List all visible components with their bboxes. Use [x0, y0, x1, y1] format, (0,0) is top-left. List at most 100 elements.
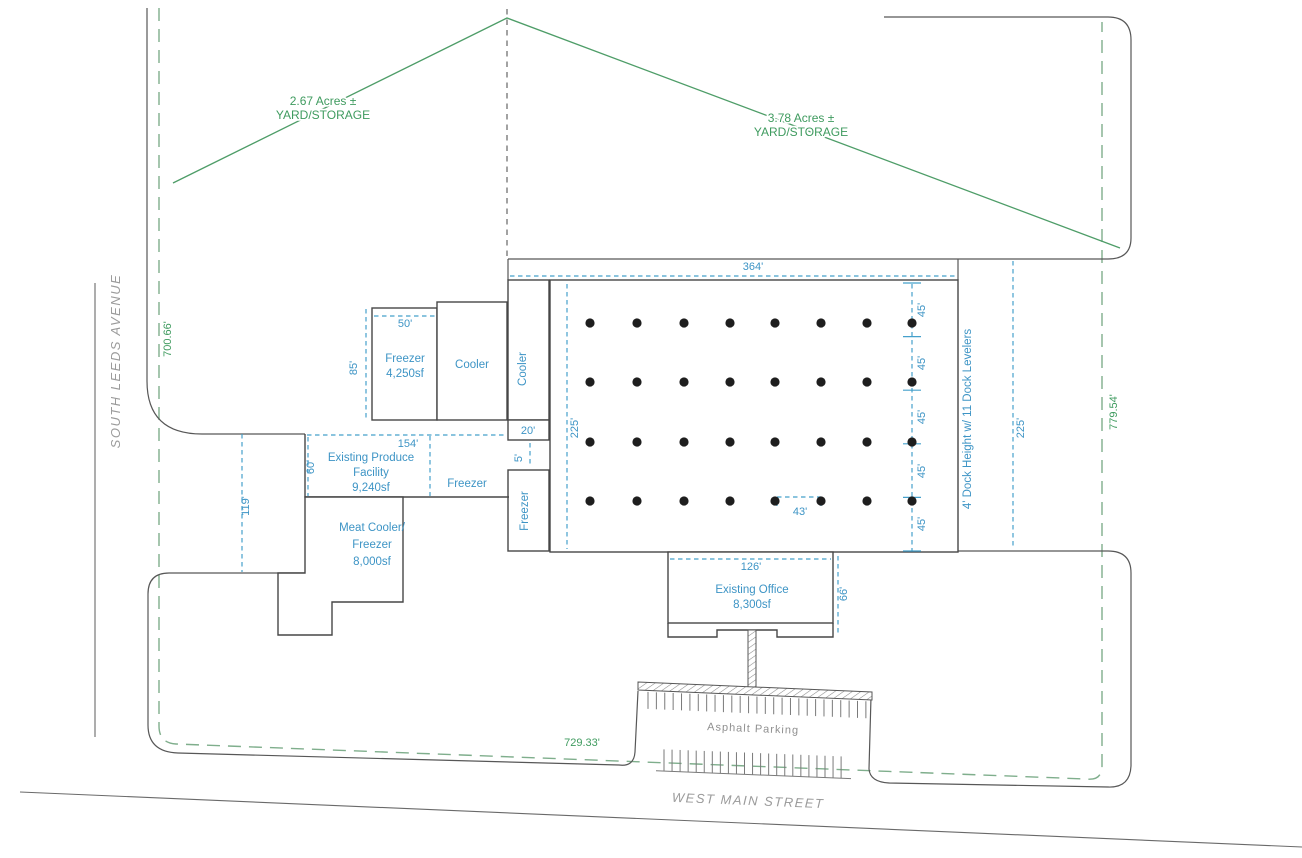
street-label-west: SOUTH LEEDS AVENUE — [108, 274, 123, 449]
parking-stall-baseline — [655, 770, 852, 780]
yard-west-acres: 2.67 Acres ± — [290, 94, 357, 108]
column-dot — [816, 496, 826, 506]
office-name: Existing Office — [715, 584, 788, 596]
street-label-south: WEST MAIN STREET — [672, 790, 825, 811]
column-dot — [770, 377, 780, 387]
curb-southwest — [147, 572, 639, 766]
dim-154: 154' — [398, 438, 418, 450]
office-entry-step — [667, 623, 834, 638]
dim-ticks-45 — [903, 282, 921, 552]
produce-name-2: Facility — [353, 467, 389, 479]
column-dot — [770, 437, 780, 447]
parking-lot — [637, 681, 873, 780]
office-walkway — [747, 629, 757, 689]
curb-northwest — [146, 8, 305, 435]
freezer-4250-outline — [371, 307, 438, 421]
buildings — [277, 279, 959, 689]
column-dot — [907, 377, 917, 387]
column-dot — [770, 496, 780, 506]
column-dot — [862, 496, 872, 506]
column-dot — [907, 318, 917, 328]
dim-45-4: 45' — [916, 464, 928, 478]
dim-364: 364' — [743, 261, 763, 273]
dim-45-5: 45' — [916, 517, 928, 531]
column-dot — [862, 437, 872, 447]
yard-east-use: YARD/STORAGE — [754, 125, 848, 139]
dock-note: 4' Dock Height w/ 11 Dock Levelers — [962, 329, 974, 510]
freezer-small-name: Freezer — [385, 353, 425, 365]
column-dot — [907, 437, 917, 447]
column-dot — [862, 318, 872, 328]
column-dot — [679, 437, 689, 447]
column-dot — [725, 318, 735, 328]
dim-20: 20' — [521, 425, 535, 437]
meat-cooler-outline — [277, 496, 404, 636]
meat-name-1: Meat Cooler/ — [339, 522, 406, 534]
dim-45-3: 45' — [916, 410, 928, 424]
meat-name-2: Freezer — [352, 539, 392, 551]
yard-east-acres: 3.78 Acres ± — [768, 111, 835, 125]
office-area: 8,300sf — [733, 599, 772, 611]
freezer-small-area: 4,250sf — [386, 368, 425, 380]
dim-south-729: 729.33' — [564, 737, 600, 749]
column-dot — [632, 377, 642, 387]
parking-stall-ticks — [647, 691, 867, 779]
freezer-dock-outline — [507, 469, 550, 552]
dim-45-1: 45' — [916, 303, 928, 317]
dim-225-left: 225' — [569, 418, 581, 438]
office-outline — [667, 551, 834, 624]
column-dot — [632, 437, 642, 447]
yard-west-use: YARD/STORAGE — [276, 108, 370, 122]
warehouse-column-dots — [585, 318, 917, 506]
column-dot — [585, 318, 595, 328]
column-dot — [862, 377, 872, 387]
column-dot — [679, 377, 689, 387]
cooler-dock-label: Cooler — [517, 352, 529, 386]
dim-119: 119' — [240, 496, 252, 516]
column-dot — [632, 318, 642, 328]
column-dot — [816, 318, 826, 328]
column-dot — [725, 377, 735, 387]
dim-45-2: 45' — [916, 356, 928, 370]
dim-east-779: 779.54' — [1108, 394, 1120, 430]
column-dot — [632, 496, 642, 506]
column-dot — [725, 437, 735, 447]
dim-66: 66' — [838, 587, 850, 601]
column-dot — [679, 496, 689, 506]
column-dot — [907, 496, 917, 506]
site-curbs — [146, 8, 1132, 788]
column-dot — [770, 318, 780, 328]
parking-label: Asphalt Parking — [707, 721, 799, 737]
labels: SOUTH LEEDS AVENUE WEST MAIN STREET 2.67… — [108, 92, 1120, 811]
cooler-attached-outline — [436, 301, 508, 421]
dock-20ft-outline — [507, 419, 550, 441]
column-dot — [816, 377, 826, 387]
dim-43: 43' — [793, 506, 807, 518]
yard-leader-lines — [172, 17, 1121, 249]
freezer-dock-label: Freezer — [519, 491, 531, 531]
street-lines — [19, 283, 1302, 848]
west-main-street-far-edge — [19, 791, 1302, 848]
column-dot — [585, 377, 595, 387]
warehouse-outline — [549, 279, 959, 553]
dim-west-700: 700.66' — [162, 321, 174, 357]
dim-126: 126' — [741, 561, 761, 573]
parking-curb-strip — [637, 681, 873, 701]
cooler-attached-label: Cooler — [455, 359, 489, 371]
cooler-dock-outline — [507, 279, 550, 421]
dim-85: 85' — [348, 361, 360, 375]
column-dot — [725, 496, 735, 506]
produce-freezer-label: Freezer — [447, 478, 487, 490]
dim-50: 50' — [398, 318, 412, 330]
dimension-lines — [241, 261, 1014, 634]
meat-area: 8,000sf — [353, 556, 392, 568]
column-dot — [679, 318, 689, 328]
column-dot — [585, 437, 595, 447]
produce-area: 9,240sf — [352, 482, 391, 494]
dim-60: 60' — [305, 460, 317, 474]
dim-225-right: 225' — [1015, 418, 1027, 438]
dim-5: 5' — [513, 454, 525, 462]
curb-northeast — [508, 16, 1132, 260]
